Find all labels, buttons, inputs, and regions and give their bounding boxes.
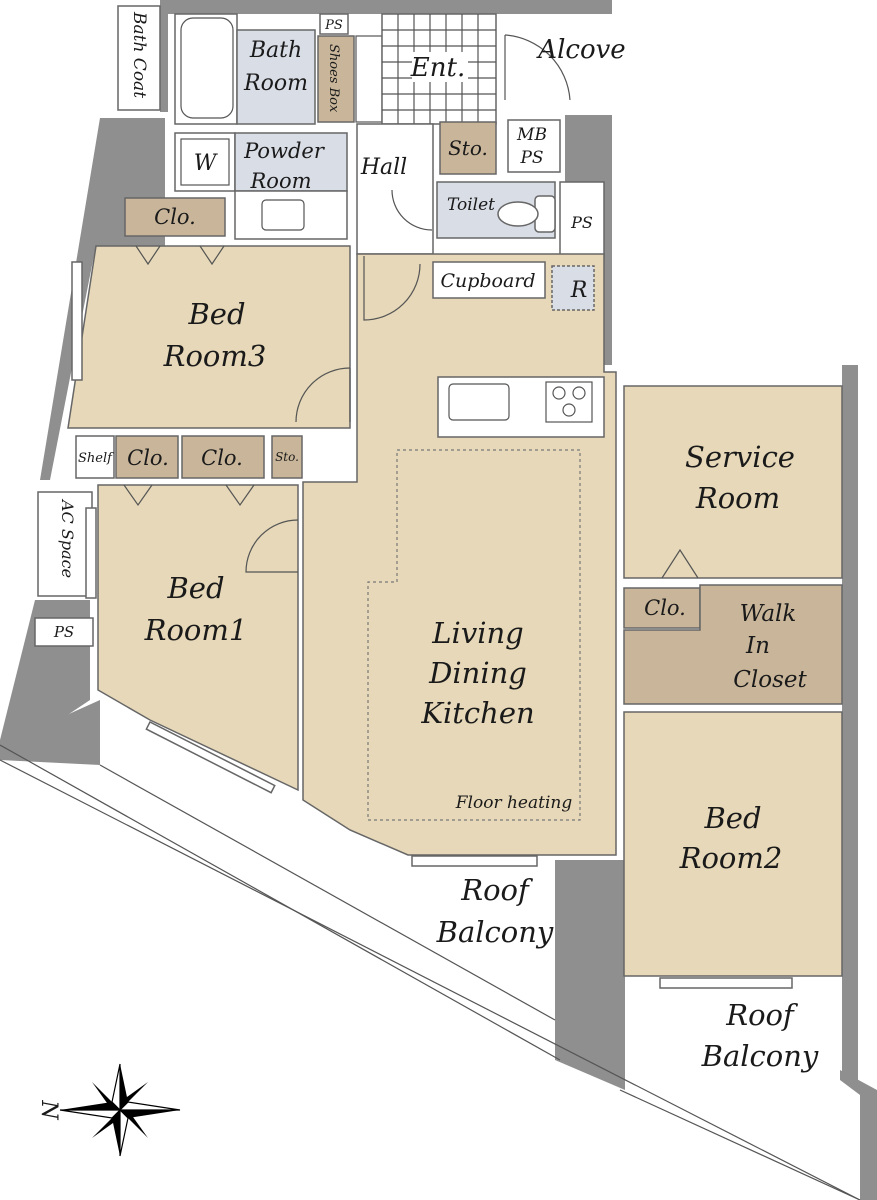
alcove: Alcove — [504, 34, 626, 101]
ps-left-label: PS — [53, 623, 74, 641]
cupboard-label: Cupboard — [440, 270, 535, 292]
shelf-label: Shelf — [78, 451, 114, 466]
wic-label-1: Walk — [740, 601, 797, 627]
compass-north-label: N — [36, 1099, 61, 1120]
shoes-box: Shoes Box — [317, 35, 383, 123]
hall: Hall — [356, 123, 434, 255]
bath-room-label-1: Bath — [249, 38, 302, 63]
bed-room-2: Bed Room2 — [623, 711, 843, 989]
sto-top-label: Sto. — [448, 136, 488, 160]
clo-bed3-label: Clo. — [154, 205, 196, 229]
diagonal-edges — [0, 744, 861, 1200]
shoes-box-label: Shoes Box — [326, 44, 341, 113]
wic-label-2: In — [745, 633, 770, 659]
bath-coat-label: Bath Coat — [129, 11, 149, 98]
bath-room: Bath Room — [174, 13, 316, 125]
clo-b-label: Clo. — [201, 446, 243, 470]
toilet: Toilet PS — [436, 181, 605, 259]
ldk-label-1: Living — [431, 616, 523, 650]
roof-balcony-b-label-2: Balcony — [701, 1039, 819, 1073]
bath-coat-area: Bath Coat — [117, 5, 161, 111]
bed-room-1: Bed Room1 — [85, 484, 299, 794]
closet-row: Shelf Clo. Clo. Sto. — [75, 435, 303, 479]
compass-rose-icon — [59, 1063, 181, 1157]
bed-room2-label-1: Bed — [703, 801, 761, 835]
hall-label: Hall — [360, 155, 407, 180]
ps-top-label: PS — [324, 18, 343, 33]
mb-ps-label-1: MB — [516, 125, 547, 145]
ac-space-label: AC Space — [58, 498, 77, 578]
powder-room: W Powder Room — [174, 132, 348, 240]
roof-balcony-b-label-1: Roof — [725, 998, 799, 1032]
alcove-label: Alcove — [536, 35, 625, 65]
floor-heating-label: Floor heating — [455, 793, 573, 813]
toilet-label: Toilet — [447, 195, 495, 215]
service-room-label-2: Room — [695, 481, 780, 515]
service-room: Service Room — [623, 385, 843, 579]
bed-room1-label-2: Room1 — [144, 613, 248, 647]
bed-room-3: Bed Room3 — [67, 245, 351, 429]
powder-room-label-2: Room — [249, 169, 311, 193]
bed-room2-label-2: Room2 — [679, 841, 783, 875]
ldk-label-2: Dining — [428, 656, 527, 690]
ent-label: Ent. — [410, 53, 465, 83]
mb-ps-label-2: PS — [519, 148, 543, 168]
service-room-label-1: Service — [685, 440, 795, 474]
bed-room3-label-1: Bed — [187, 297, 245, 331]
sto-small-label: Sto. — [275, 450, 299, 464]
clo-service-label: Clo. — [644, 596, 686, 620]
living-dining-kitchen: Cupboard R Living Dining Kitchen Floor h… — [302, 253, 617, 867]
refrigerator-label: R — [570, 278, 588, 303]
powder-room-label-1: Powder — [243, 139, 326, 163]
entrance: Ent. — [381, 13, 497, 125]
bed-room1-label-1: Bed — [166, 571, 224, 605]
wic-label-3: Closet — [733, 667, 807, 693]
washer-label: W — [194, 151, 219, 176]
roof-balcony-a-label-2: Balcony — [436, 915, 554, 949]
bath-room-label-2: Room — [243, 71, 308, 96]
roof-balcony-a-label-1: Roof — [460, 873, 534, 907]
clo-a-label: Clo. — [127, 446, 169, 470]
ps-right-label: PS — [570, 213, 593, 232]
walk-in-closet: Clo. Walk In Closet — [623, 584, 843, 705]
ldk-label-3: Kitchen — [420, 696, 534, 730]
bed-room3-label-2: Room3 — [163, 339, 267, 373]
